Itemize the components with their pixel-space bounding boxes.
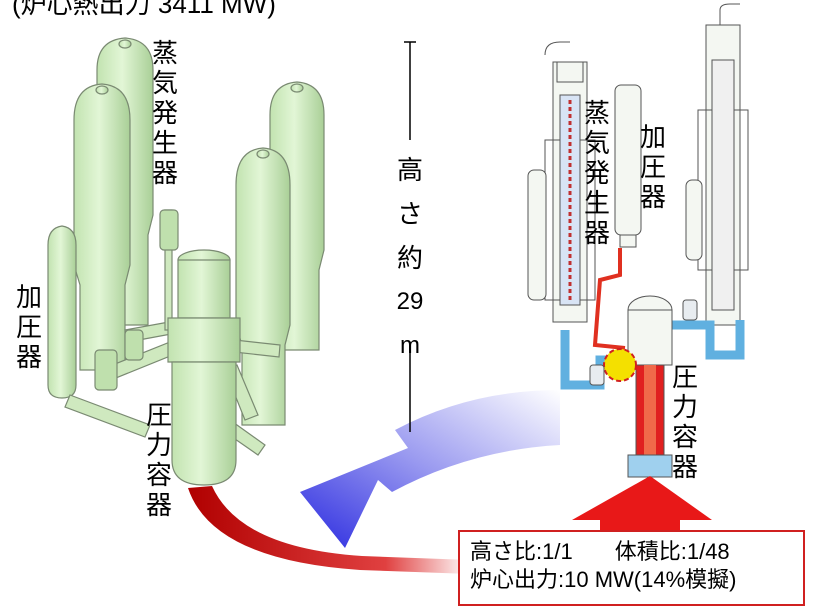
height-ratio-value: :1/1 bbox=[536, 539, 573, 564]
core-power-label: 炉心出力 bbox=[470, 567, 559, 592]
left-sg-label: 蒸 気 発 生 器 bbox=[152, 38, 179, 188]
model-pressurizer-label: 加 圧 器 bbox=[640, 122, 667, 212]
core-power-row: 炉心出力:10 MW(14%模擬) bbox=[470, 566, 793, 594]
left-sg-front-left bbox=[73, 83, 131, 371]
model-sg-label: 蒸 気 発 生 器 bbox=[584, 98, 611, 248]
blue-arrow bbox=[300, 390, 560, 548]
left-pressure-vessel bbox=[167, 249, 241, 486]
model-pressurizer bbox=[614, 84, 642, 248]
ratio-row: 高さ比:1/1 体積比:1/48 bbox=[470, 538, 793, 566]
height-dimension-line bbox=[404, 41, 416, 432]
model-sg-left bbox=[544, 41, 596, 323]
model-pumps bbox=[589, 299, 698, 386]
volume-ratio-value: :1/48 bbox=[680, 539, 730, 564]
model-pressure-vessel bbox=[627, 295, 673, 478]
core-power-value: :10 MW(14%模擬) bbox=[558, 567, 737, 592]
model-vessel-label: 圧 力 容 器 bbox=[672, 362, 699, 482]
core-power-title: (炉心熱出力 3411 MW) bbox=[12, 0, 276, 19]
model-tank-left bbox=[527, 169, 547, 301]
model-hot-leg bbox=[592, 248, 626, 350]
left-pressurizer bbox=[47, 225, 77, 399]
model-tank-right bbox=[685, 179, 703, 261]
scale-info-box: 高さ比:1/1 体積比:1/48 炉心出力:10 MW(14%模擬) bbox=[458, 530, 805, 606]
red-up-arrow bbox=[572, 476, 712, 530]
volume-ratio-label: 体積比 bbox=[614, 539, 681, 564]
height-ratio-label: 高さ比 bbox=[470, 539, 537, 564]
red-arrow bbox=[188, 486, 470, 574]
model-sg-right bbox=[697, 3, 749, 326]
left-pressurizer-label: 加 圧 器 bbox=[16, 282, 43, 372]
left-vessel-label: 圧 力 容 器 bbox=[146, 400, 173, 520]
height-label: 高 さ 約 29 m bbox=[396, 155, 424, 359]
model-highlight bbox=[603, 348, 637, 382]
